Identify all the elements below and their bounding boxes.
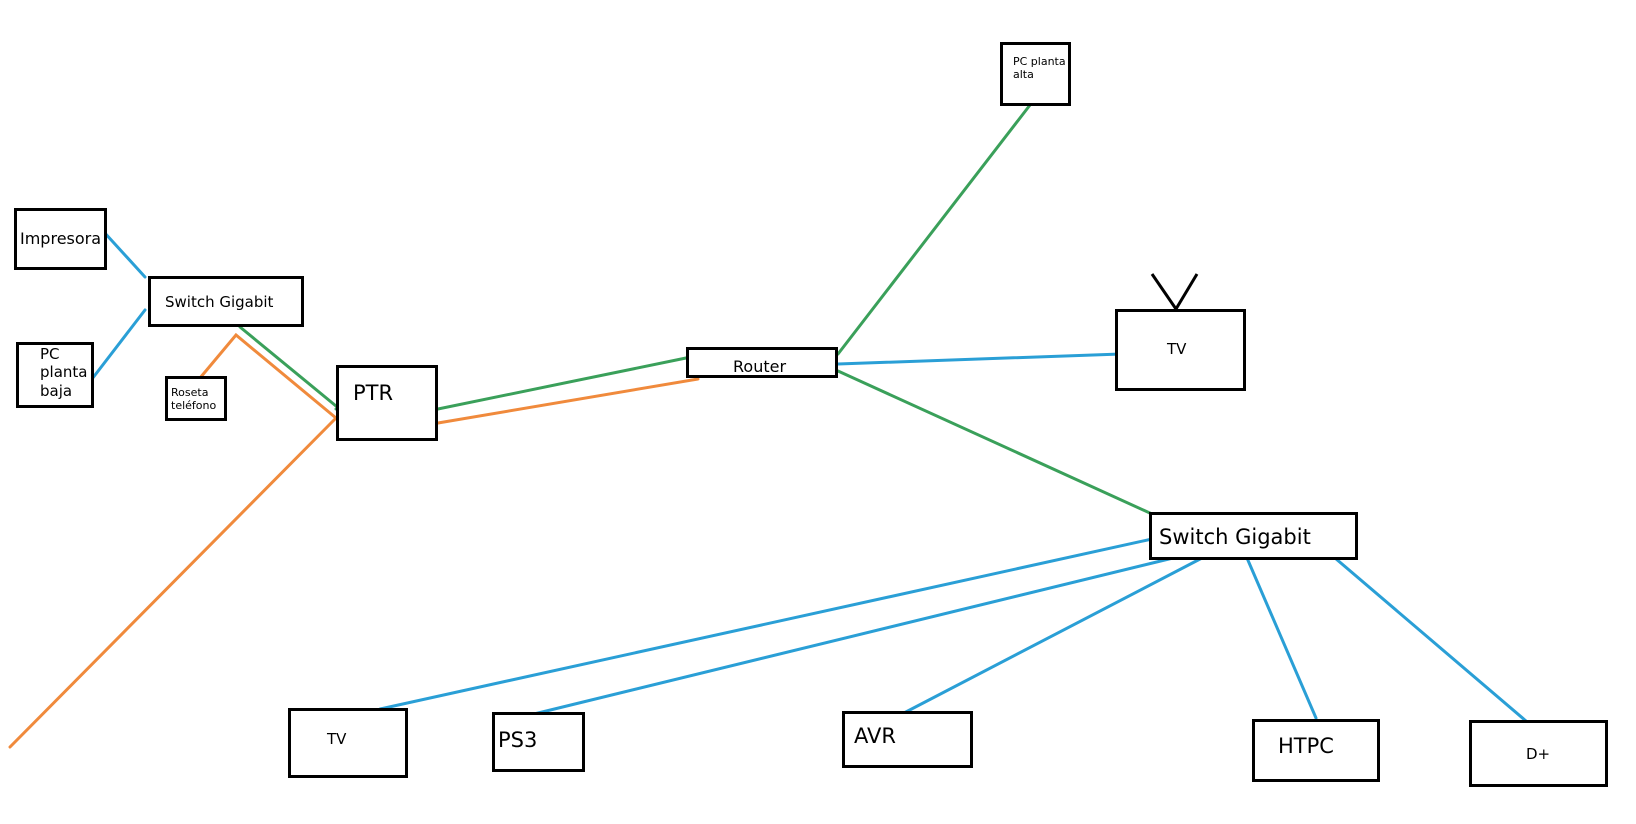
node-switch-small: Switch Gigabit xyxy=(148,276,304,327)
node-avr-label: AVR xyxy=(854,724,896,748)
wire-switchbig-tv xyxy=(378,537,1154,711)
node-router-label: Router xyxy=(733,357,787,376)
wire-roseta-ptr xyxy=(198,332,338,420)
node-router: Router xyxy=(686,347,838,378)
wire-impresora-switch xyxy=(101,229,147,279)
wire-switchbig-dplus xyxy=(1333,556,1528,723)
node-pc-alta: PC planta alta xyxy=(1000,42,1071,106)
node-switch-big-label: Switch Gigabit xyxy=(1159,525,1311,549)
node-avr: AVR xyxy=(842,711,973,768)
antenna-icon xyxy=(1150,273,1199,310)
wire-switchbig-avr xyxy=(900,556,1204,716)
node-dplus: D+ xyxy=(1469,720,1608,787)
node-pc-baja-label: PC planta baja xyxy=(40,345,88,400)
node-roseta-label: Roseta teléfono xyxy=(171,386,217,413)
wire-switchbig-htpc xyxy=(1245,556,1318,720)
wire-switch-ptr xyxy=(238,325,338,408)
node-htpc: HTPC xyxy=(1252,719,1380,782)
node-ptr-label: PTR xyxy=(353,381,394,405)
wire-router-switchbig xyxy=(836,369,1154,516)
node-impresora-label: Impresora xyxy=(20,229,102,248)
node-tv-bottom-label: TV xyxy=(327,730,347,748)
wire-ptr-router-phone xyxy=(436,377,700,425)
node-switch-big: Switch Gigabit xyxy=(1149,512,1358,560)
wire-router-pcalta xyxy=(836,103,1032,356)
node-pc-baja: PC planta baja xyxy=(16,342,94,408)
node-pc-alta-label: PC planta alta xyxy=(1013,55,1066,82)
wire-switchbig-ps3 xyxy=(532,556,1175,716)
wire-pcbaja-switch xyxy=(90,308,147,381)
node-dplus-label: D+ xyxy=(1526,745,1551,763)
node-tv-bottom: TV xyxy=(288,708,408,778)
node-ptr: PTR xyxy=(336,365,438,441)
wire-router-tvtop xyxy=(836,352,1123,366)
node-htpc-label: HTPC xyxy=(1278,734,1334,758)
node-tv-top-label: TV xyxy=(1167,340,1187,358)
node-roseta: Roseta teléfono xyxy=(165,376,227,421)
node-ps3: PS3 xyxy=(492,712,585,772)
wire-ptr-outside xyxy=(8,416,338,749)
node-tv-top: TV xyxy=(1115,309,1246,391)
node-switch-small-label: Switch Gigabit xyxy=(165,293,274,311)
node-ps3-label: PS3 xyxy=(498,728,538,752)
node-impresora: Impresora xyxy=(14,208,107,270)
